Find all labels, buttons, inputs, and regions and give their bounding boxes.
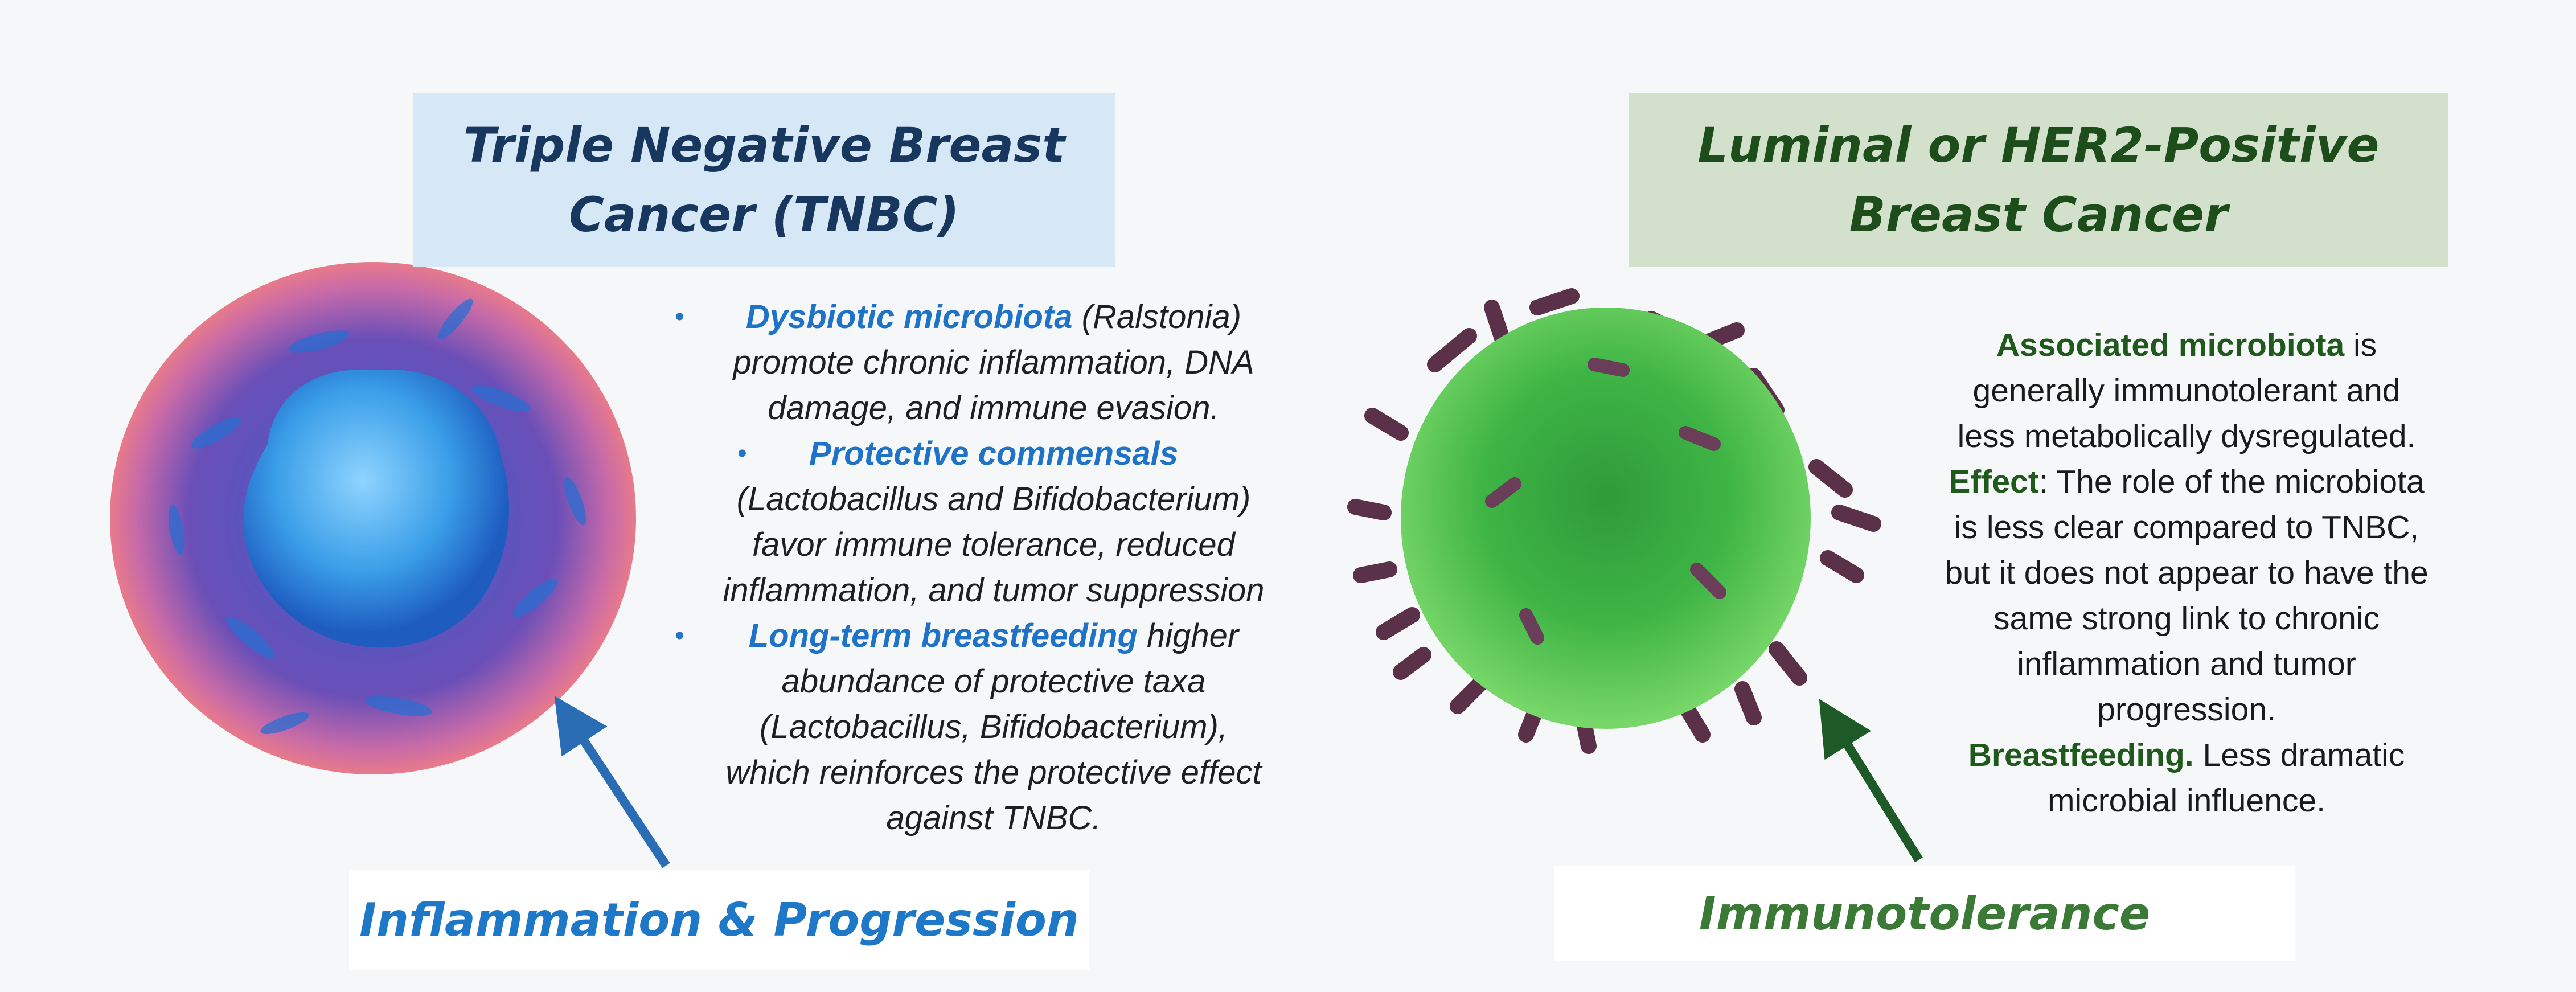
- tnbc-title-line2: Cancer (TNBC): [569, 186, 959, 243]
- tnbc-title: Triple Negative Breast Cancer (TNBC): [413, 93, 1115, 267]
- block-text: less metabolically dysregulated.: [1957, 418, 2416, 454]
- bullet-text: damage, and immune evasion.: [768, 390, 1220, 427]
- bullet-lead: Protective commensals: [809, 435, 1178, 472]
- bullet-dot-icon: •: [675, 302, 684, 332]
- block-text: is less clear compared to TNBC,: [1954, 509, 2419, 546]
- block-lead: Associated microbiota: [1996, 327, 2345, 363]
- block-text: progression.: [2097, 691, 2276, 728]
- bullet-text: inflammation, and tumor suppression: [723, 572, 1265, 609]
- block-text: is: [2344, 327, 2377, 363]
- block-text: generally immunotolerant and: [1972, 372, 2401, 409]
- block-text: : The role of the microbiota: [2038, 464, 2425, 500]
- luminal-outcome-label: Immunotolerance: [1554, 866, 2295, 961]
- tnbc-bullet-dysbiotic: • Dysbiotic microbiota (Ralstonia) promo…: [663, 294, 1324, 431]
- tnbc-outcome-label: Inflammation & Progression: [349, 870, 1089, 970]
- bullet-text: higher: [1137, 617, 1239, 654]
- luminal-cancer-cell-icon: [1347, 288, 1881, 754]
- luminal-title-line1: Luminal or HER2-Positive: [1697, 117, 2380, 173]
- bullet-text: (Lactobacillus, Bifidobacterium),: [759, 708, 1228, 745]
- bullet-dot-icon: •: [737, 438, 747, 469]
- tnbc-bullet-protective: • Protective commensals (Lactobacillus a…: [663, 431, 1324, 613]
- bullet-lead: Dysbiotic microbiota: [745, 298, 1073, 335]
- luminal-arrow-icon: [1819, 699, 1923, 863]
- block-text: inflammation and tumor: [2017, 646, 2356, 682]
- luminal-block-microbiota: Associated microbiota is generally immun…: [1902, 322, 2471, 459]
- luminal-title-line2: Breast Cancer: [1849, 186, 2228, 243]
- tnbc-outcome-text: Inflammation & Progression: [359, 893, 1079, 946]
- luminal-outcome-text: Immunotolerance: [1699, 887, 2151, 940]
- block-text: microbial influence.: [2048, 782, 2325, 819]
- bullet-text: against TNBC.: [886, 800, 1101, 837]
- block-text: but it does not appear to have the: [1945, 555, 2429, 591]
- bullet-text: promote chronic inflammation, DNA: [733, 344, 1254, 381]
- block-text: Less dramatic: [2193, 737, 2405, 773]
- tnbc-bullet-list: • Dysbiotic microbiota (Ralstonia) promo…: [663, 294, 1324, 841]
- luminal-block-breastfeeding: Breastfeeding. Less dramatic microbial i…: [1902, 732, 2471, 823]
- bullet-text: abundance of protective taxa: [781, 663, 1206, 700]
- tnbc-title-line1: Triple Negative Breast: [463, 117, 1065, 173]
- bullet-text: (Lactobacillus and Bifidobacterium): [736, 481, 1251, 518]
- luminal-description: Associated microbiota is generally immun…: [1902, 322, 2471, 823]
- luminal-block-effect: Effect: The role of the microbiota is le…: [1902, 459, 2471, 732]
- block-lead: Breastfeeding.: [1968, 737, 2194, 773]
- luminal-title: Luminal or HER2-Positive Breast Cancer: [1629, 93, 2448, 267]
- block-lead: Effect: [1949, 464, 2039, 500]
- block-text: same strong link to chronic: [1993, 600, 2380, 637]
- tnbc-bullet-breastfeeding: • Long-term breastfeeding higher abundan…: [663, 613, 1324, 841]
- bullet-text: (Ralstonia): [1072, 298, 1242, 335]
- tnbc-cancer-cell-icon: [110, 262, 636, 774]
- bullet-text: favor immune tolerance, reduced: [752, 526, 1235, 563]
- tnbc-arrow-icon: [554, 695, 670, 868]
- bullet-text: which reinforces the protective effect: [725, 754, 1262, 791]
- bullet-dot-icon: •: [675, 621, 684, 651]
- bullet-lead: Long-term breastfeeding: [748, 617, 1138, 654]
